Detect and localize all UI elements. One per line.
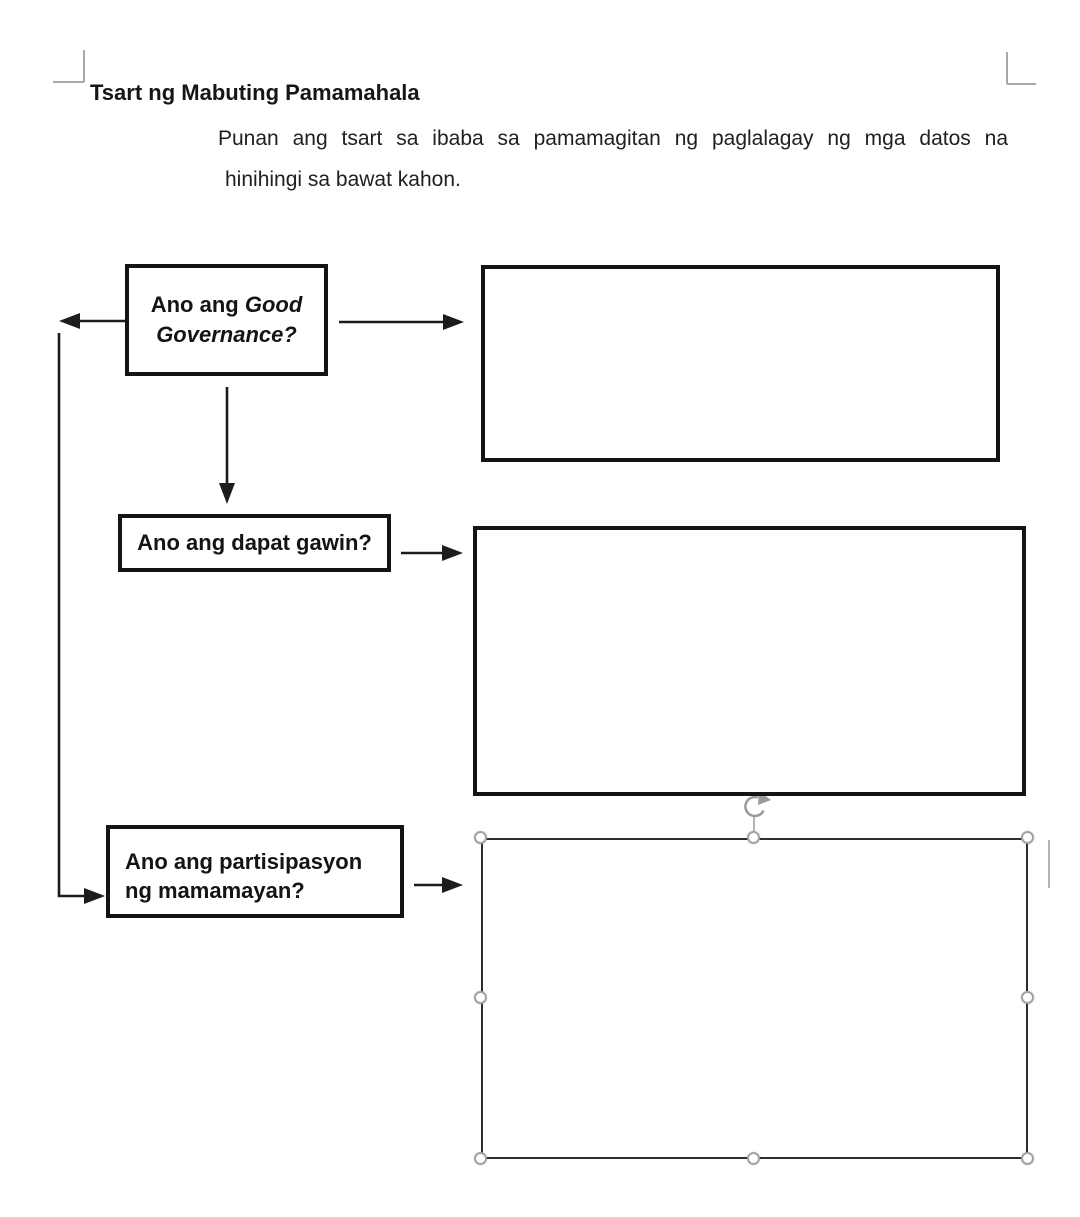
arrow-q2-to-answer2[interactable] [401,545,463,561]
selection-handle-middle-right[interactable] [1021,991,1034,1004]
arrow-q1-down-to-q2[interactable] [219,387,235,504]
question-1-line-1: Ano ang Good [150,292,303,317]
question-3-line-1: Ano ang partisipasyon [125,848,363,874]
answer-box-1[interactable] [481,265,1000,462]
arrow-q1-to-answer1[interactable] [339,314,464,330]
page-title: Tsart ng Mabuting Pamamahala [90,80,420,105]
selection-handle-top-left[interactable] [474,831,487,844]
selection-handle-top-center[interactable] [747,831,760,844]
question-box-1[interactable]: Ano ang Good Governance? [125,264,328,376]
selection-handle-bottom-right[interactable] [1021,1152,1034,1165]
answer-box-2[interactable] [473,526,1026,796]
question-2-label: Ano ang dapat gawin? [137,530,372,555]
question-box-2[interactable]: Ano ang dapat gawin? [118,514,391,572]
selection-handle-bottom-left[interactable] [474,1152,487,1165]
answer-box-3[interactable] [481,838,1028,1159]
question-3-line-2: ng mamamayan? [125,877,305,903]
question-1-line-2: Governance? [156,322,297,347]
margin-mark-top-left [53,50,85,83]
margin-mark-top-right [1006,52,1036,85]
rotate-handle-icon[interactable] [744,791,771,832]
question-box-3[interactable]: Ano ang partisipasyon ng mamamayan? [106,825,404,918]
arrow-elbow-to-q3[interactable] [57,333,105,904]
arrow-q3-to-answer3[interactable] [414,877,463,893]
caret-line [1048,840,1050,888]
instructions-paragraph: Punan ang tsart sa ibaba sa pamamagitan … [218,118,1008,200]
instructions-line-1: Punan ang tsart sa ibaba sa pamamagitan … [218,127,1008,150]
selection-handle-top-right[interactable] [1021,831,1034,844]
arrow-q1-left[interactable] [59,313,125,329]
selection-handle-middle-left[interactable] [474,991,487,1004]
selection-handle-bottom-center[interactable] [747,1152,760,1165]
instructions-line-2: hinihingi sa bawat kahon. [225,168,461,191]
